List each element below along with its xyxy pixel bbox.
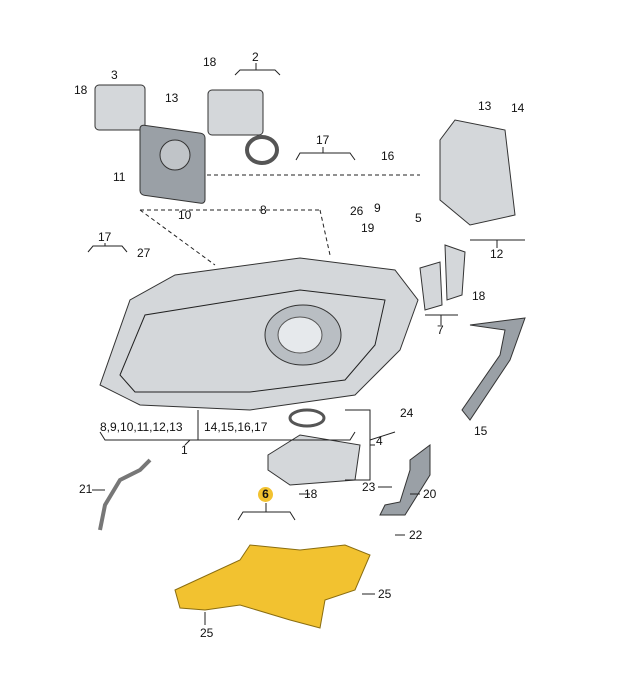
label-13: 13 xyxy=(478,99,492,113)
headlight-lens-trim xyxy=(119,289,386,393)
label-group-right: 14,15,16,17 xyxy=(204,420,268,434)
label-2: 2 xyxy=(252,50,259,64)
part-2-module xyxy=(207,89,264,136)
part-21-hose xyxy=(98,458,152,531)
label-22: 22 xyxy=(409,528,423,542)
label-16: 16 xyxy=(381,149,395,163)
label-18: 18 xyxy=(304,487,318,501)
label-3: 3 xyxy=(111,68,118,82)
label-4: 4 xyxy=(376,434,383,448)
label-1: 1 xyxy=(181,443,188,457)
label-19: 19 xyxy=(361,221,375,235)
part-4-ballast xyxy=(267,434,361,486)
headlight-housing xyxy=(99,257,419,411)
label-8: 8 xyxy=(260,203,267,217)
label-25: 25 xyxy=(378,587,392,601)
part-3-module xyxy=(94,84,146,131)
label-12: 12 xyxy=(490,247,504,261)
part-20-bracket xyxy=(379,444,431,516)
label-13: 13 xyxy=(165,91,179,105)
label-group-left: 8,9,10,11,12,13 xyxy=(100,420,183,434)
label-9: 9 xyxy=(374,201,381,215)
label-6-highlighted: 6 xyxy=(258,487,273,502)
label-21: 21 xyxy=(79,482,93,496)
label-17: 17 xyxy=(316,133,330,147)
label-14: 14 xyxy=(511,101,525,115)
label-18: 18 xyxy=(74,83,88,97)
label-24: 24 xyxy=(400,406,414,420)
label-18: 18 xyxy=(472,289,486,303)
part-2-ring xyxy=(245,135,279,165)
label-23: 23 xyxy=(362,480,376,494)
part-15-strip xyxy=(461,317,526,421)
part-6-bracket xyxy=(174,544,371,629)
label-27: 27 xyxy=(137,246,151,260)
label-20: 20 xyxy=(423,487,437,501)
label-26: 26 xyxy=(350,204,364,218)
label-7: 7 xyxy=(437,323,444,337)
label-17: 17 xyxy=(98,230,112,244)
label-18: 18 xyxy=(203,55,217,69)
label-25: 25 xyxy=(200,626,214,640)
label-11: 11 xyxy=(113,170,126,184)
label-5: 5 xyxy=(415,211,422,225)
label-15: 15 xyxy=(474,424,488,438)
part-7-bracket xyxy=(419,244,466,311)
part-12-cover xyxy=(439,119,516,226)
label-10: 10 xyxy=(178,208,192,222)
